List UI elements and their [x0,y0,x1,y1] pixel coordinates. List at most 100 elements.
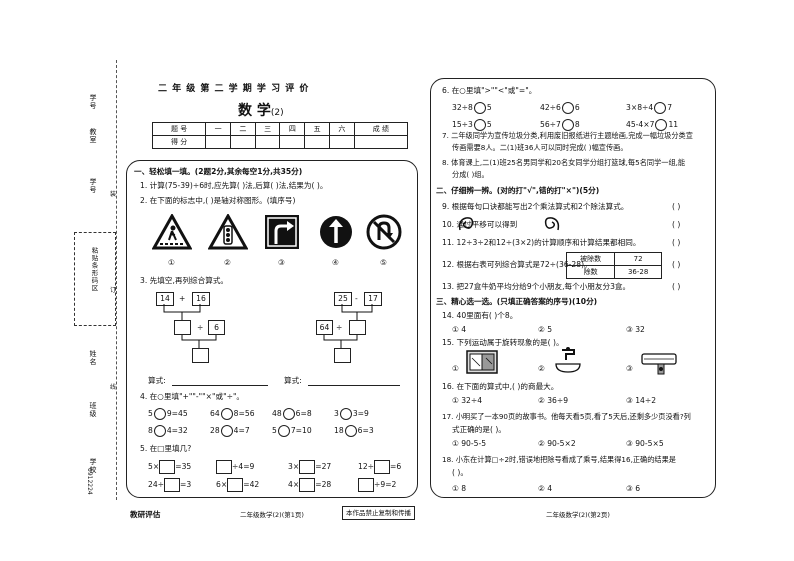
formula-line-2[interactable] [308,385,400,386]
tree1-answer-box-2[interactable] [192,348,209,363]
tree1-num-c: 6 [208,320,225,335]
judge-12-answer[interactable]: ( ) [672,260,681,269]
score-input[interactable] [279,135,306,149]
choice-16-text: 16. 在下面的算式中,( )的商最大。 [442,382,559,391]
q5-item: 3× [288,462,300,471]
judge-9-text: 9. 根据每句口诀都能写出2个乘法算式和2个除法算式。 [442,202,629,211]
tree1-num-a: 14 [156,292,174,306]
q6-answer-circle[interactable] [561,102,574,114]
q6-answer-circle[interactable] [561,119,574,131]
choice-15-opt-3[interactable]: ③ [626,364,633,373]
choice-17-opt-2[interactable]: ② 90-5×2 [538,439,576,448]
barcode-area-label: 粘贴条形码区 [90,247,98,292]
q5-answer-box[interactable] [299,478,316,492]
choice-16-opt-2[interactable]: ② 36÷9 [538,396,569,405]
q5-answer-box[interactable] [299,460,316,474]
q5-item: 5× [148,462,160,471]
q4-answer-circle[interactable] [220,425,233,437]
q5-answer-box[interactable] [227,478,244,492]
label-name: 姓名 [89,350,97,366]
choice-17-opt-3[interactable]: ③ 90-5×5 [626,439,664,448]
q6-item: 11 [668,120,679,129]
q4-text: 4. 在○里填"+""-""×"或"÷"。 [140,392,245,401]
choice-18-opt-1[interactable]: ① 8 [452,484,467,493]
q6-item: 15÷3 [452,120,473,129]
score-cell: 成 绩 [353,122,409,136]
judge-9-answer[interactable]: ( ) [672,202,681,211]
q4-answer-circle[interactable] [153,408,166,420]
q5-text: 5. 在□里填几? [140,444,192,453]
formula-label-2: 算式: [284,376,302,385]
choice-15-opt-1[interactable]: ① [452,364,459,373]
tree2-num-b: 17 [364,292,382,306]
judge-12-text: 12. 根据右表可列综合算式是72÷(36-28)。 [442,260,592,269]
score-input[interactable] [328,135,355,149]
q4-answer-circle[interactable] [344,425,357,437]
q5-answer-box[interactable] [164,478,181,492]
q5-answer-box[interactable] [374,460,391,474]
q5-answer-box[interactable] [216,460,232,474]
q5-item: 12÷ [358,462,375,471]
q4-answer-circle[interactable] [277,425,290,437]
q6-answer-circle[interactable] [473,119,486,131]
choice-18-text-line-2: ( )。 [452,468,468,477]
score-cell: 二 [230,122,256,136]
choice-18-opt-3[interactable]: ③ 6 [626,484,641,493]
choice-14-opt-1[interactable]: ① 4 [452,325,467,334]
choice-15-opt-2[interactable]: ② [538,364,545,373]
q6-item: 3×8÷4 [626,103,654,112]
q4-answer-circle[interactable] [220,408,233,420]
q4-item: 48 [272,409,282,418]
mark-ding: 订 [110,287,117,294]
judge-11-answer[interactable]: ( ) [672,238,681,247]
section-3-title: 三、精心选一选。(只填正确答案的序号)(10分) [436,297,598,306]
q6-answer-circle[interactable] [654,102,667,114]
tree1-connector [163,304,217,348]
choice-17-opt-1[interactable]: ① 90-5-5 [452,439,487,448]
q7-text-line-1: 7. 二年级同学为宣传垃圾分类,利用废旧报纸进行主题绘画,完成一幅垃圾分类宣 [442,131,693,140]
choice-16-opt-3[interactable]: ③ 14÷2 [626,396,657,405]
tree1-answer-box-1[interactable] [174,320,191,335]
choice-14-opt-3[interactable]: ③ 32 [626,325,645,334]
formula-line-1[interactable] [172,385,268,386]
q4-item: 8=56 [233,409,255,418]
choice-14-opt-2[interactable]: ② 5 [538,325,553,334]
traffic-signs: ① ② ③ ④ ⑤ [152,212,402,272]
score-input[interactable] [205,135,232,149]
footer-page-2: 二年级数学(2)(第2页) [546,511,610,519]
footer-page-1: 二年级数学(2)(第1页) [240,511,304,519]
q6-answer-circle[interactable] [655,119,668,131]
q6-answer-circle[interactable] [473,102,486,114]
choice-18-opt-2[interactable]: ② 4 [538,484,553,493]
score-input[interactable] [254,135,281,149]
footer-copyright: 本作品禁止复制和传播 [342,506,415,520]
q5-answer-box[interactable] [159,460,176,474]
q5-item: =35 [175,462,192,471]
q5-item: =42 [243,480,260,489]
subject-number: (2) [270,108,284,118]
tree2-num-a: 25 [334,292,352,306]
tree2-answer-box-2[interactable] [334,348,351,363]
q4-answer-circle[interactable] [339,408,352,420]
q4-item: 6=3 [357,426,374,435]
exam-header: 二 年 级 第 二 学 期 学 习 评 价 [158,84,310,94]
choice-16-opt-1[interactable]: ① 32÷4 [452,396,483,405]
judge-10-answer[interactable]: ( ) [672,220,681,229]
score-input[interactable] [230,135,256,149]
score-input[interactable] [353,135,409,149]
tree2-answer-box-1[interactable] [349,320,366,335]
score-input[interactable] [304,135,330,149]
q4-item: 6=8 [295,409,312,418]
q5-answer-box[interactable] [358,478,374,492]
q4-answer-circle[interactable] [282,408,295,420]
no-u-turn-sign-icon [366,214,402,250]
judge-13-answer[interactable]: ( ) [672,282,681,291]
q4-answer-circle[interactable] [153,425,166,437]
choice-14-text: 14. 40里面有( )个8。 [442,311,518,320]
q8-text-line-2: 分成( )组。 [452,170,489,179]
q6-item: 6 [574,103,580,112]
binding-strip: 学号 教室 学号 粘贴条形码区 姓名 班级 学校 0912224 装 订 线 [0,60,120,500]
